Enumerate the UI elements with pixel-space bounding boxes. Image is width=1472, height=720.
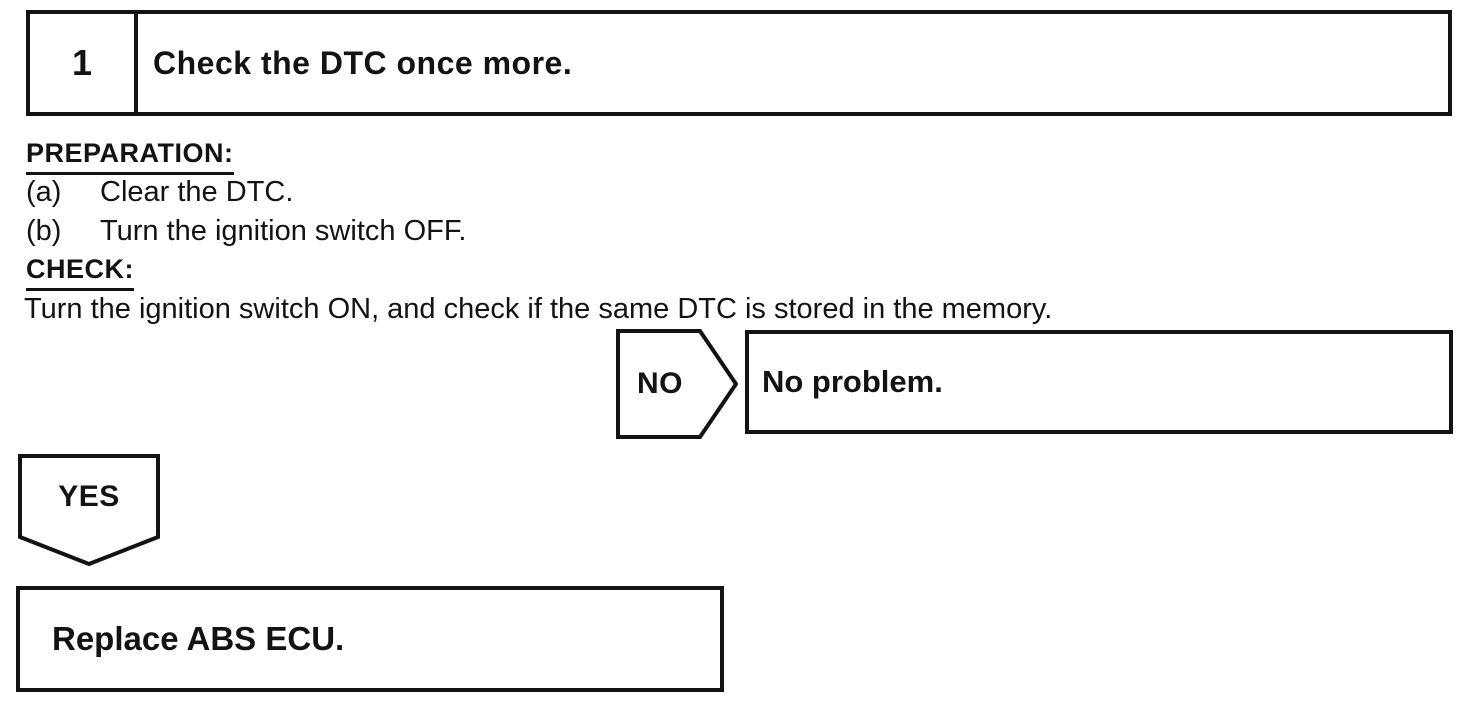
item-text: Turn the ignition switch OFF.: [100, 215, 467, 247]
no-result-text: No problem.: [762, 364, 943, 399]
step-title-cell: Check the DTC once more.: [138, 14, 1448, 112]
yes-result-text: Replace ABS ECU.: [52, 620, 345, 657]
check-description: Turn the ignition switch ON, and check i…: [24, 293, 1053, 325]
item-label: (b): [26, 215, 62, 247]
no-label: NO: [637, 367, 683, 400]
preparation-item-a: (a) Clear the DTC.: [26, 176, 293, 209]
yes-label: YES: [58, 479, 120, 513]
step-header-table: 1 Check the DTC once more.: [26, 10, 1452, 116]
check-heading: CHECK:: [26, 254, 134, 291]
preparation-heading: PREPARATION:: [26, 138, 234, 175]
item-label: (a): [26, 176, 62, 208]
yes-connector: YES: [18, 454, 160, 566]
no-pentagon-shape: [616, 329, 738, 439]
no-connector: NO: [616, 329, 738, 439]
preparation-item-b: (b) Turn the ignition switch OFF.: [26, 215, 466, 248]
no-result-box: No problem.: [745, 330, 1453, 434]
yes-result-box: Replace ABS ECU.: [16, 586, 724, 692]
step-number-cell: 1: [30, 14, 138, 112]
step-title: Check the DTC once more.: [153, 44, 573, 81]
item-text: Clear the DTC.: [100, 176, 294, 208]
yes-pentagon-shape: [18, 454, 160, 566]
step-number: 1: [71, 42, 93, 83]
